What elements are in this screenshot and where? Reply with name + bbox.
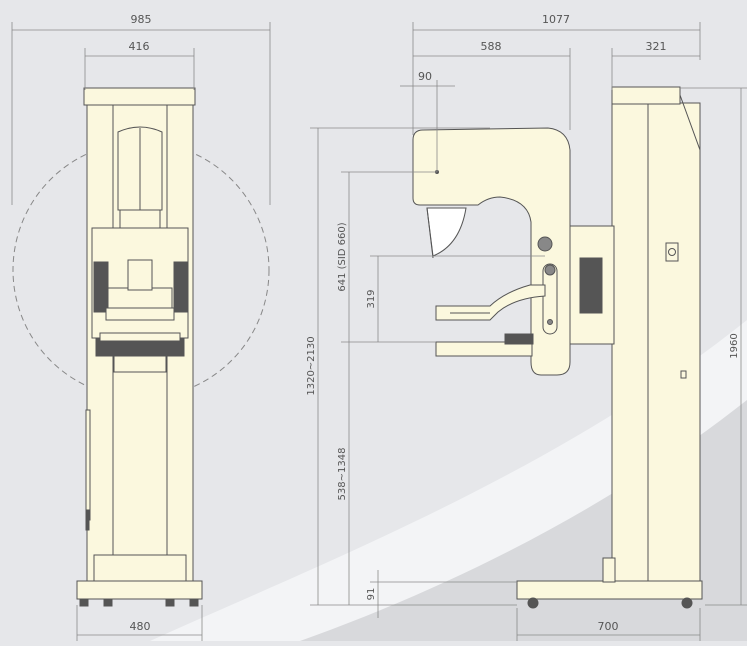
dimension-lines — [11, 22, 747, 641]
label-tube-offset: 90 — [418, 70, 432, 83]
side-view — [412, 86, 703, 609]
side-detector — [435, 341, 533, 357]
label-sid: 641 (SID 660) — [337, 222, 348, 291]
side-c-arm — [412, 127, 571, 376]
label-base-height: 91 — [366, 588, 377, 601]
label-detector-height-range: 538~1348 — [337, 448, 348, 501]
label-arm-reach: 588 — [481, 40, 502, 53]
label-column-width: 416 — [129, 40, 150, 53]
side-base — [516, 580, 703, 600]
side-column — [611, 102, 701, 584]
front-right-grip — [173, 261, 189, 313]
side-tube-cone — [426, 207, 467, 257]
front-base — [93, 554, 187, 584]
label-side-overall-width: 1077 — [542, 13, 570, 26]
label-column-depth: 321 — [646, 40, 667, 53]
label-arm-height-range: 1320~2130 — [306, 336, 317, 395]
label-compression-gap: 319 — [366, 289, 377, 308]
side-compression-paddle — [435, 284, 546, 321]
side-compression-handle — [542, 263, 558, 335]
label-total-height: 1960 — [729, 333, 740, 358]
label-overall-width: 985 — [131, 13, 152, 26]
front-left-grip — [93, 261, 109, 313]
label-base-width: 480 — [130, 620, 151, 633]
front-view — [12, 87, 270, 607]
side-grip — [579, 257, 603, 314]
label-side-base-depth: 700 — [598, 620, 619, 633]
